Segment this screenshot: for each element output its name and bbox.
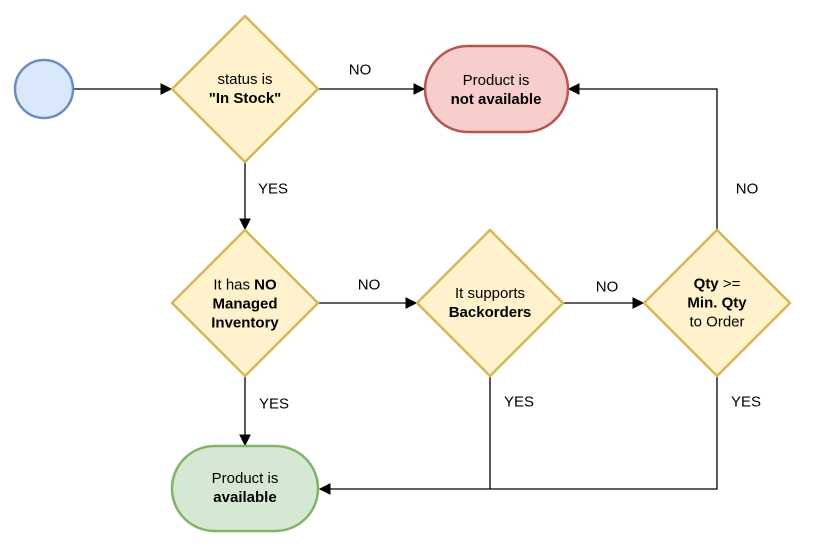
decision-status-shape — [170, 14, 320, 164]
decision-qty-shape — [642, 228, 792, 378]
terminal-available-shape — [170, 444, 320, 533]
decision-inventory-shape — [170, 228, 320, 378]
edge-qty-no — [567, 83, 718, 230]
terminal-not-available-shape — [423, 44, 570, 134]
edge-qty-yes — [318, 376, 718, 495]
start-node — [13, 58, 75, 120]
decision-backorders-shape — [415, 228, 565, 378]
